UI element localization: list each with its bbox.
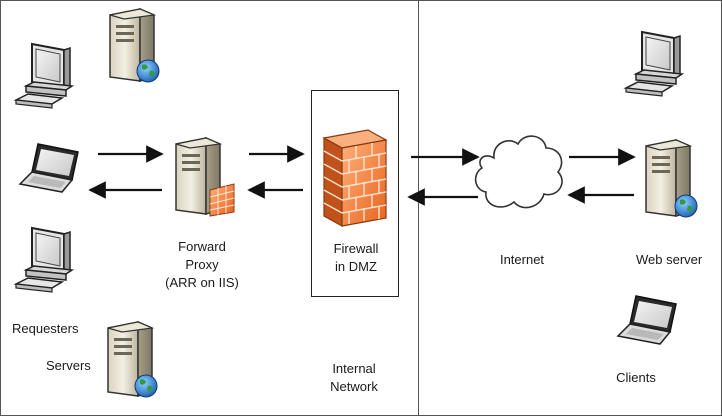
internal-network-label-line-1: Internal bbox=[332, 361, 376, 376]
web-server-label: Web server bbox=[636, 252, 703, 267]
web-server-icon bbox=[645, 138, 698, 218]
clients-label: Clients bbox=[616, 370, 656, 385]
desktop-computer-icon bbox=[13, 42, 75, 109]
internet-label: Internet bbox=[499, 252, 545, 267]
forward-proxy-label-line-3: (ARR on IIS) bbox=[165, 275, 239, 290]
laptop-icon bbox=[616, 295, 677, 345]
requesters-label: Requesters bbox=[12, 321, 79, 336]
server-icon bbox=[107, 320, 158, 398]
forward-proxy-label: Forward Proxy (ARR on IIS) bbox=[150, 238, 254, 292]
servers-label: Servers bbox=[46, 358, 91, 373]
proxy-server-icon bbox=[175, 136, 235, 217]
firewall-icon bbox=[322, 129, 388, 228]
laptop-icon bbox=[18, 143, 79, 193]
forward-proxy-label-line-1: Forward bbox=[178, 239, 226, 254]
desktop-computer-icon bbox=[623, 30, 685, 97]
internal-network-label: Internal Network bbox=[316, 360, 392, 396]
desktop-computer-icon bbox=[13, 226, 75, 293]
cloud-icon bbox=[474, 135, 563, 209]
network-divider-line bbox=[418, 0, 419, 416]
server-icon bbox=[109, 7, 160, 83]
firewall-label-line-2: in DMZ bbox=[335, 259, 377, 274]
internal-network-label-line-2: Network bbox=[330, 379, 378, 394]
firewall-label: Firewall in DMZ bbox=[318, 240, 394, 276]
forward-proxy-label-line-2: Proxy bbox=[185, 257, 219, 272]
firewall-label-line-1: Firewall bbox=[333, 241, 379, 256]
